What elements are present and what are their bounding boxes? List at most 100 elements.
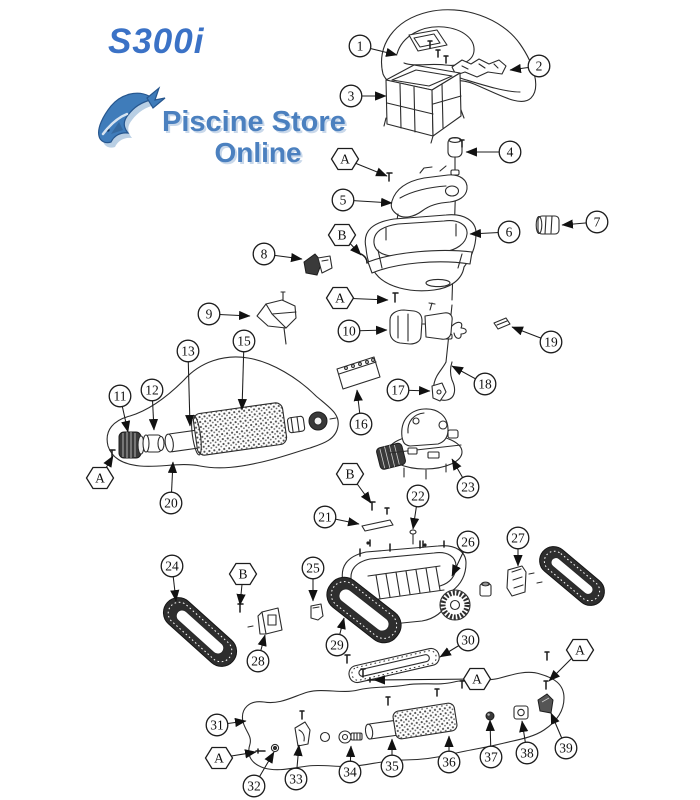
circle-callout-shape — [140, 378, 164, 402]
callout-8-7: 8 — [252, 242, 303, 266]
callout-24-22: 24 — [160, 554, 184, 602]
circle-callout-shape — [252, 242, 276, 266]
hex-callout-shape — [85, 466, 115, 490]
dolphin-icon — [98, 86, 166, 148]
callout-label: 20 — [164, 496, 178, 511]
callout-label: 1 — [357, 39, 364, 54]
callout-10-9: 10 — [337, 319, 388, 343]
part-bracket-28 — [247, 607, 283, 635]
circle-callout-shape — [160, 554, 184, 578]
part-shim — [493, 317, 511, 330]
callout-label: 16 — [354, 417, 368, 432]
circle-callout-shape — [585, 210, 609, 234]
part-chassis — [326, 540, 471, 644]
callout-7-6: 7 — [561, 210, 609, 234]
callout-9-8: 9 — [197, 302, 251, 326]
callout-label: 3 — [348, 89, 355, 104]
circle-callout-shape — [456, 530, 480, 554]
circle-callout-shape — [498, 140, 522, 164]
brush-shaft-assembly — [106, 356, 339, 469]
callout-label: 11 — [114, 389, 127, 404]
callout-1-0: 1 — [348, 34, 398, 58]
part-bushing — [142, 434, 165, 453]
callout-A-45: A — [548, 638, 595, 682]
part-flap — [303, 253, 333, 276]
part-bottom-rail — [348, 647, 440, 684]
part-lever-bracket — [256, 291, 297, 345]
callout-label: 29 — [330, 638, 344, 653]
callout-label: 23 — [461, 480, 475, 495]
part-pump-housing — [389, 302, 467, 345]
part-nut — [319, 731, 331, 743]
circle-callout-shape — [539, 330, 563, 354]
part-bushing-38 — [513, 705, 529, 720]
callout-label: A — [575, 643, 585, 658]
callout-label: 4 — [507, 145, 514, 160]
circle-callout-shape — [232, 329, 256, 353]
part-rod-clip — [431, 382, 447, 402]
callout-11-10: 11 — [108, 384, 132, 433]
callout-label: 5 — [340, 193, 347, 208]
callout-A-44: A — [373, 667, 492, 691]
circle-callout-shape — [176, 339, 200, 363]
callout-label: 12 — [145, 383, 159, 398]
callout-label: A — [340, 152, 350, 167]
callout-29-27: 29 — [325, 617, 349, 657]
callout-label: 28 — [251, 654, 265, 669]
part-cover-latch — [451, 58, 507, 78]
callout-label: 31 — [210, 718, 224, 733]
part-axle-34 — [338, 730, 363, 744]
part-bracket-27 — [479, 565, 543, 597]
circle-callout-shape — [337, 319, 361, 343]
circle-callout-shape — [197, 302, 221, 326]
callout-25-23: 25 — [301, 556, 325, 602]
callout-12-11: 12 — [140, 378, 164, 431]
callout-label: 36 — [442, 755, 456, 770]
hex-callout-shape — [330, 147, 360, 171]
circle-callout-shape — [348, 34, 372, 58]
callout-label: 22 — [411, 489, 425, 504]
callout-label: 19 — [544, 335, 558, 350]
callout-label: 7 — [594, 215, 601, 230]
callout-label: 24 — [165, 559, 179, 574]
part-motor-unit — [376, 408, 463, 480]
callout-A-40: A — [325, 286, 389, 310]
callout-B-39: B — [327, 223, 362, 256]
circle-callout-shape — [325, 633, 349, 657]
part-track-29 — [326, 576, 402, 644]
circle-callout-shape — [246, 649, 270, 673]
callout-23-21: 23 — [451, 458, 480, 499]
circle-callout-shape — [331, 188, 355, 212]
logo-line1: Piscine Store — [162, 106, 346, 138]
circle-callout-shape — [527, 54, 551, 78]
part-strip — [361, 519, 394, 532]
hex-callout-shape — [228, 562, 258, 586]
callout-label: A — [214, 751, 224, 766]
callout-13-12: 13 — [176, 339, 200, 427]
circle-callout-shape — [515, 741, 539, 765]
circle-callout-shape — [406, 484, 430, 508]
callout-36-34: 36 — [437, 735, 461, 774]
circle-callout-shape — [108, 384, 132, 408]
callout-label: A — [95, 471, 105, 486]
hex-callout-shape — [327, 223, 357, 247]
circle-callout-shape — [284, 767, 308, 791]
callout-35-33: 35 — [380, 738, 404, 778]
part-filter-basket — [383, 64, 465, 144]
part-drive-gear — [118, 431, 145, 459]
callout-19-17: 19 — [511, 326, 563, 354]
callout-33-31: 33 — [284, 744, 308, 791]
callout-39-37: 39 — [550, 712, 578, 760]
callout-label: 32 — [247, 779, 261, 794]
circle-callout-shape — [437, 750, 461, 774]
part-screw-32 — [270, 743, 280, 753]
callout-20-18: 20 — [159, 461, 183, 515]
callout-38-36: 38 — [515, 720, 539, 765]
circle-callout-shape — [386, 378, 410, 402]
callout-3-2: 3 — [339, 84, 387, 108]
callout-label: 2 — [536, 59, 543, 74]
callout-16-14: 16 — [349, 389, 373, 436]
callout-2-1: 2 — [509, 54, 551, 78]
callout-label: 10 — [342, 324, 356, 339]
